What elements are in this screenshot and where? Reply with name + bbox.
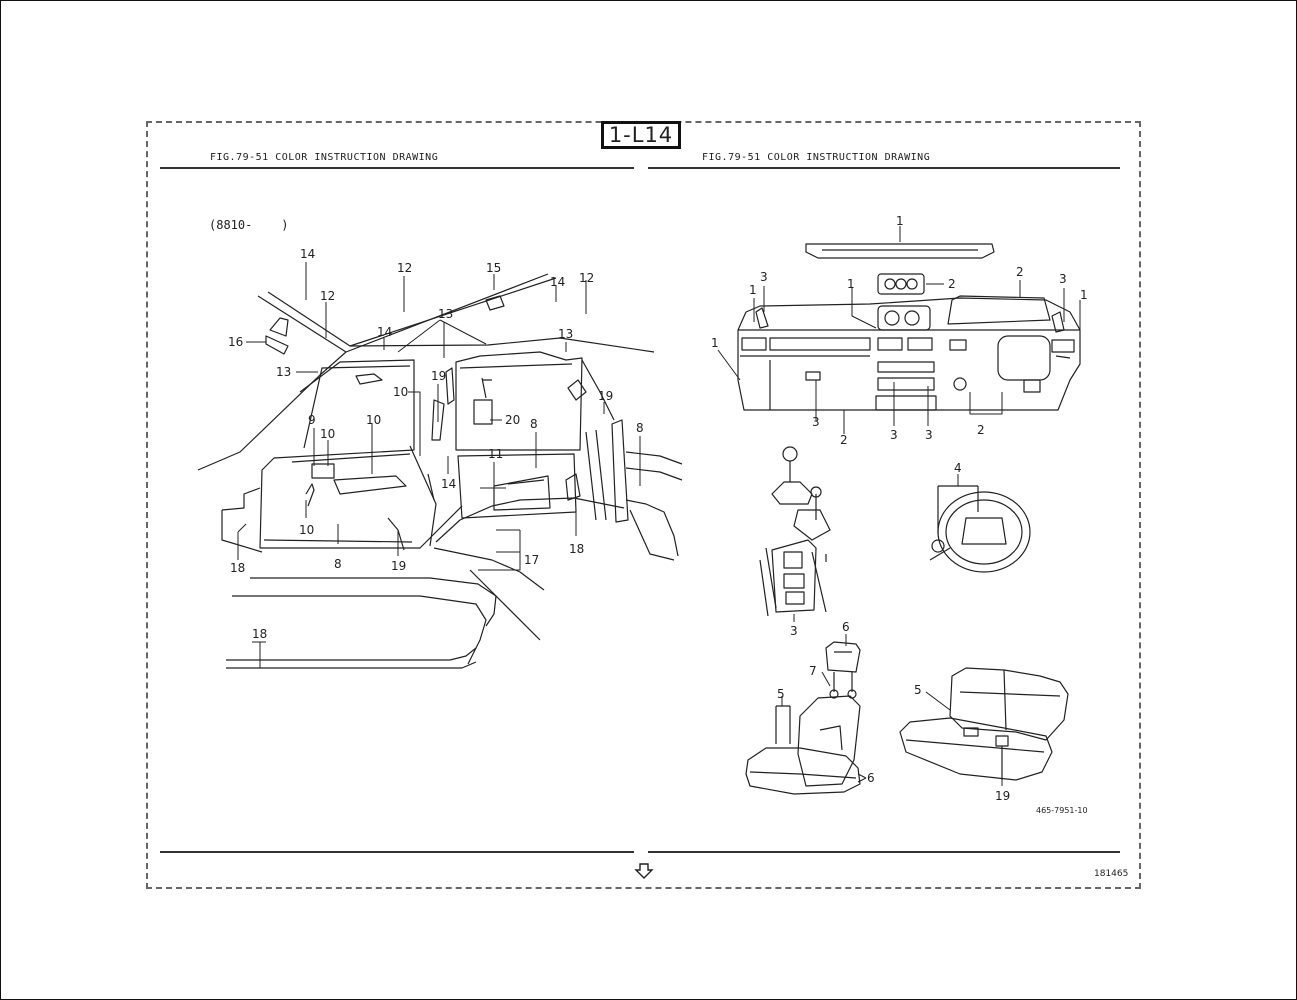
callout-label: 6 xyxy=(842,620,850,634)
rear-seat-drawing xyxy=(899,667,1069,781)
callout-label: 12 xyxy=(579,271,594,285)
callout-label: 1 xyxy=(711,336,719,350)
callout-label: 8 xyxy=(636,421,644,435)
model-note: (8810- ) xyxy=(209,218,289,232)
callout-label: 5 xyxy=(777,687,785,701)
callout-label: 2 xyxy=(840,433,848,447)
left-callout-labels: 14 12 15 14 12 12 14 13 16 13 13 10 19 2… xyxy=(228,247,644,641)
callout-label: 19 xyxy=(431,369,446,383)
right-leader-lines xyxy=(717,226,1081,786)
car-interior-drawing xyxy=(197,273,683,669)
callout-label: 8 xyxy=(334,557,342,571)
callout-label: 2 xyxy=(948,277,956,291)
callout-label: 3 xyxy=(925,428,933,442)
callout-label: 10 xyxy=(320,427,335,441)
callout-label: 13 xyxy=(438,307,453,321)
right-figure-title: FIG.79-51 COLOR INSTRUCTION DRAWING xyxy=(702,152,931,163)
callout-label: 19 xyxy=(391,559,406,573)
callout-label: 14 xyxy=(377,325,392,339)
callout-label: 2 xyxy=(977,423,985,437)
left-title-rule xyxy=(160,167,634,169)
shift-lever-drawing xyxy=(759,446,831,617)
callout-label: 14 xyxy=(441,477,456,491)
callout-label: 1 xyxy=(847,277,855,291)
callout-label: 13 xyxy=(558,327,573,341)
callout-label: 2 xyxy=(1016,265,1024,279)
callout-label: 5 xyxy=(914,683,922,697)
callout-label: 16 xyxy=(228,335,243,349)
callout-label: 14 xyxy=(300,247,315,261)
page-code: 1-L14 xyxy=(601,121,681,149)
callout-label: 18 xyxy=(569,542,584,556)
callout-label: 12 xyxy=(397,261,412,275)
callout-label: 17 xyxy=(524,553,539,567)
callout-label: 12 xyxy=(320,289,335,303)
callout-label: 10 xyxy=(393,385,408,399)
callout-label: 3 xyxy=(1059,272,1067,286)
callout-label: 1 xyxy=(1080,288,1088,302)
callout-label: 3 xyxy=(790,624,798,638)
callout-label: 6 xyxy=(867,771,875,785)
instrument-panel-drawing xyxy=(737,243,1081,411)
callout-label: 4 xyxy=(954,461,962,475)
left-leader-lines xyxy=(237,262,641,668)
right-title-rule xyxy=(648,167,1120,169)
callout-label: 8 xyxy=(530,417,538,431)
drawing-id: 465-7951-10 xyxy=(1036,806,1088,815)
callout-label: 3 xyxy=(812,415,820,429)
right-bottom-rule xyxy=(648,851,1120,853)
callout-label: 19 xyxy=(598,389,613,403)
callout-label: 19 xyxy=(995,789,1010,803)
callout-label: 18 xyxy=(230,561,245,575)
callout-label: 11 xyxy=(488,447,503,461)
callout-label: 7 xyxy=(809,664,817,678)
callout-label: 20 xyxy=(505,413,520,427)
callout-label: 3 xyxy=(760,270,768,284)
left-figure-title: FIG.79-51 COLOR INSTRUCTION DRAWING xyxy=(210,152,439,163)
callout-label: 1 xyxy=(896,214,904,228)
callout-label: 10 xyxy=(366,413,381,427)
sheet-number: 181465 xyxy=(1094,869,1129,879)
callout-label: 3 xyxy=(890,428,898,442)
callout-label: 13 xyxy=(276,365,291,379)
down-arrow-icon[interactable] xyxy=(634,863,654,879)
left-bottom-rule xyxy=(160,851,634,853)
callout-label: 9 xyxy=(308,413,316,427)
front-seat-drawing xyxy=(745,641,861,795)
callout-label: 15 xyxy=(486,261,501,275)
right-callout-labels: 1 2 2 3 1 1 3 1 1 3 2 3 3 2 4 3 6 7 5 6 … xyxy=(711,214,1088,803)
callout-label: 10 xyxy=(299,523,314,537)
steering-wheel-drawing xyxy=(929,485,1031,573)
callout-label: 1 xyxy=(749,283,757,297)
callout-label: 18 xyxy=(252,627,267,641)
callout-label: 14 xyxy=(550,275,565,289)
